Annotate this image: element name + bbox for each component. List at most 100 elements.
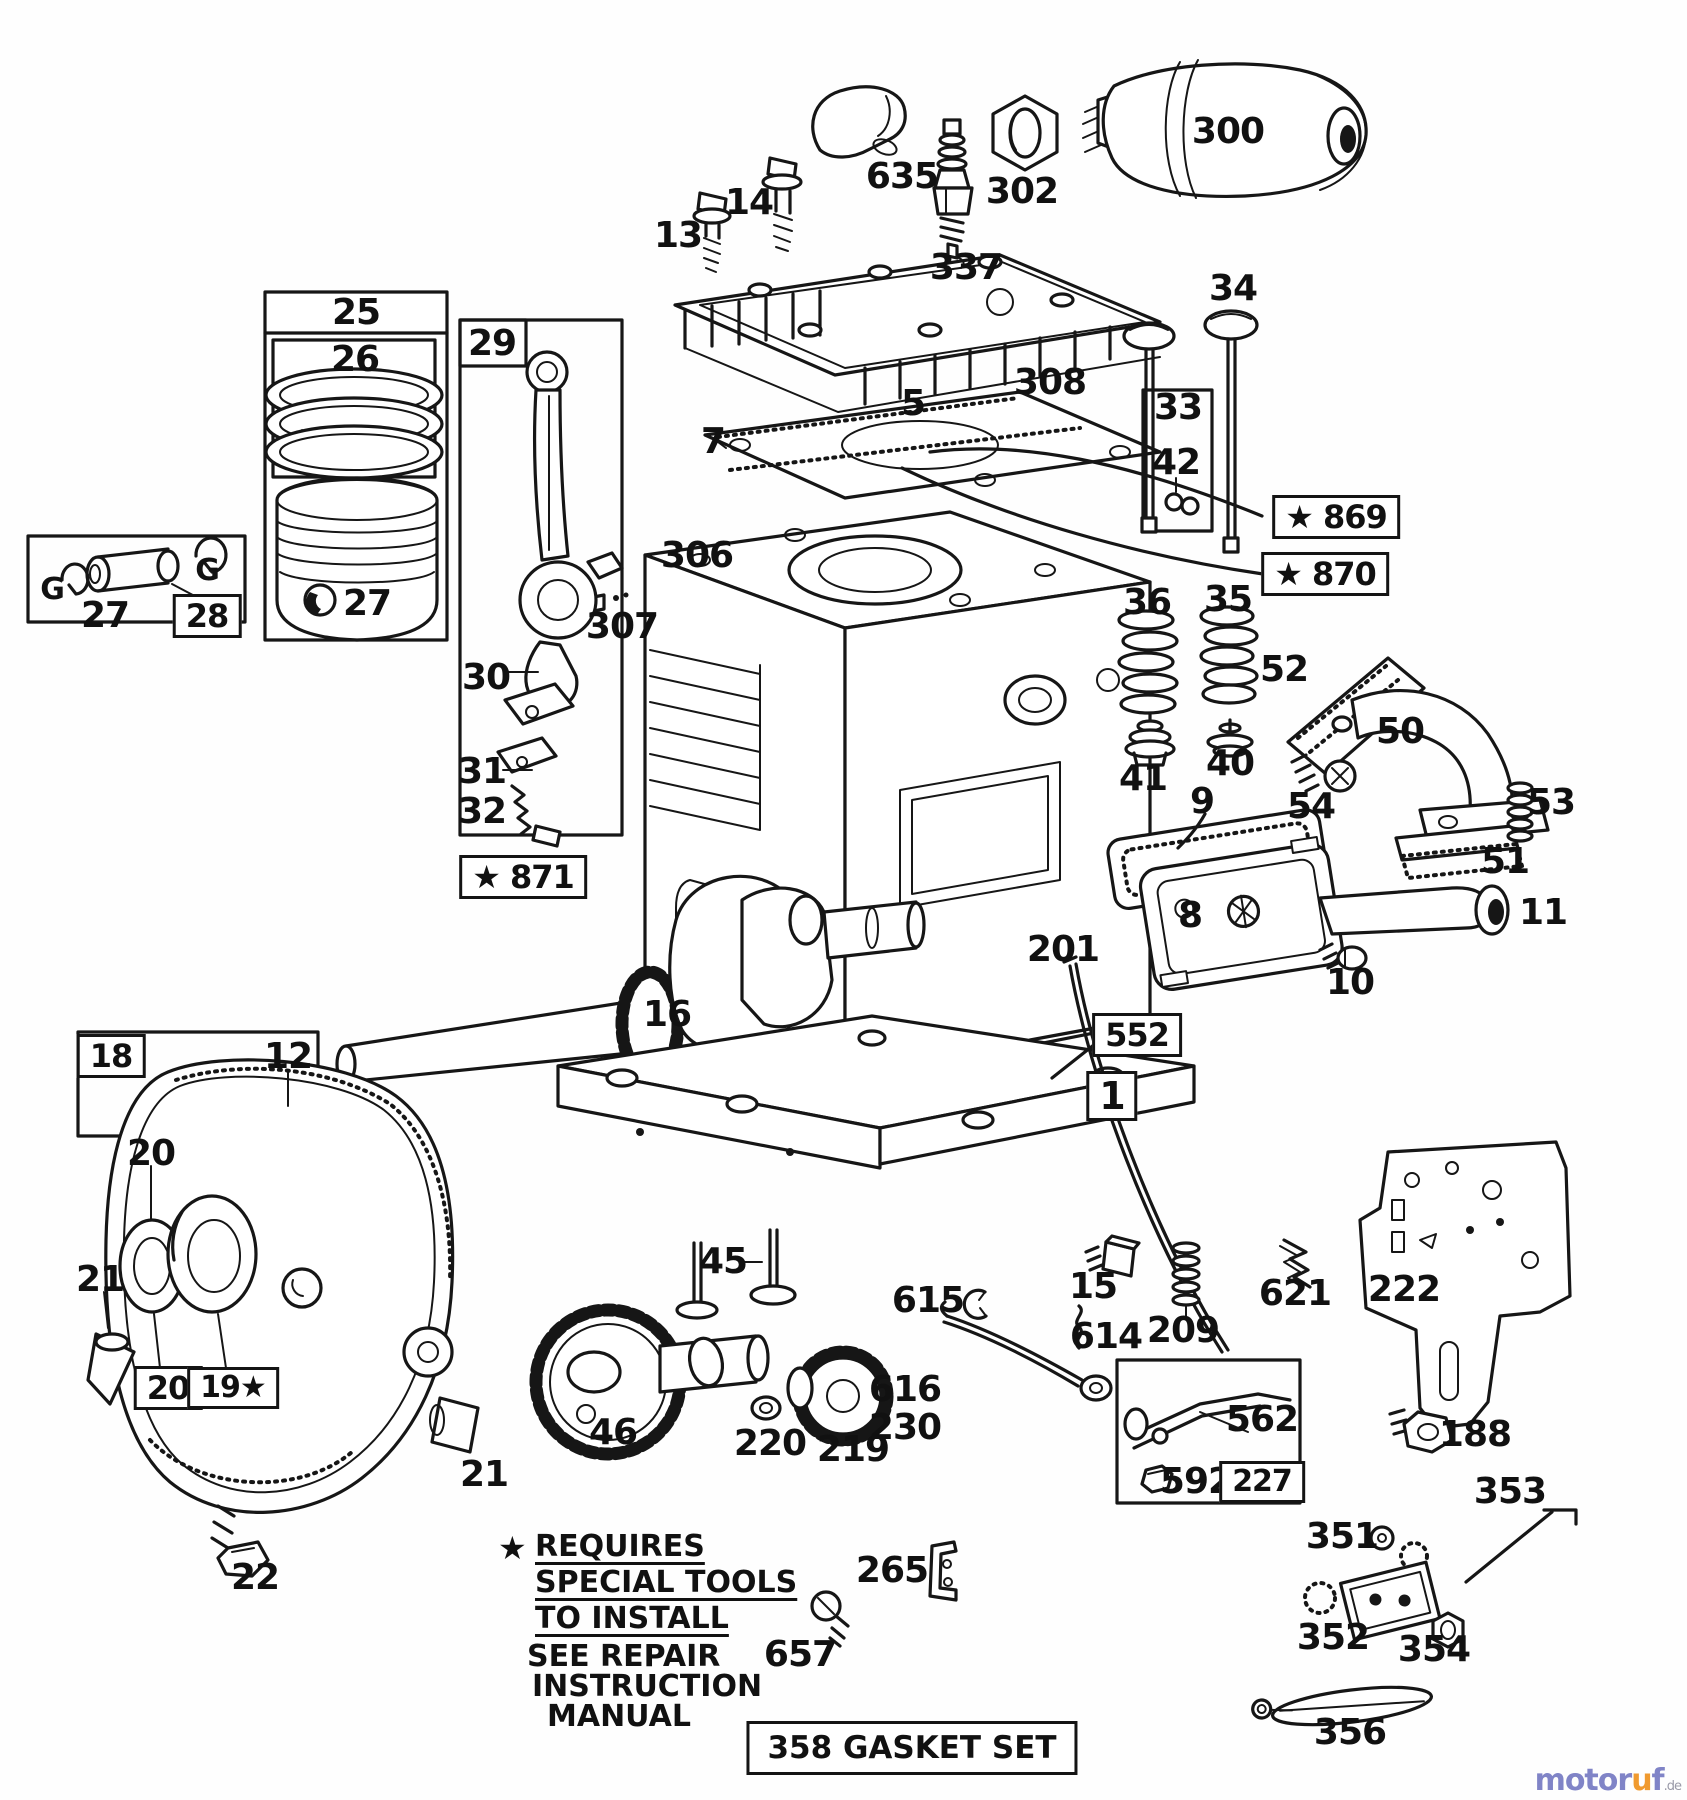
link-washer-230 xyxy=(1079,1374,1113,1402)
oil-seal-21 xyxy=(86,1332,136,1406)
link-pin-614 xyxy=(1075,1304,1083,1350)
part-label-13: 13 xyxy=(653,215,703,256)
intake-valve-33 xyxy=(1122,321,1176,534)
note-line: TO INSTALL xyxy=(535,1601,729,1636)
part-label-615: 615 xyxy=(891,1280,965,1321)
part-label-307: 307 xyxy=(585,606,659,647)
part-label-45: 45 xyxy=(698,1241,748,1282)
cam-washer-220 xyxy=(750,1395,782,1421)
part-label-29: 29 xyxy=(467,323,517,364)
part-label-12: 12 xyxy=(263,1036,313,1077)
vane-leader-353 xyxy=(1464,1508,1578,1584)
part-label-308: 308 xyxy=(1013,362,1087,403)
spring-retainer-40 xyxy=(1206,718,1254,758)
note-line: REQUIRES xyxy=(535,1529,705,1564)
valve-spring-35 xyxy=(1199,605,1259,705)
elbow-gasket-51 xyxy=(1394,824,1524,880)
note-line: MANUAL xyxy=(547,1699,691,1734)
disc-351b xyxy=(1303,1581,1337,1615)
part-label-871: ★ 871 xyxy=(459,855,587,899)
screw-657 xyxy=(810,1590,850,1648)
part-label-G: G xyxy=(195,553,220,588)
note-line: SPECIAL TOOLS xyxy=(535,1565,798,1600)
part-label-20: 20 xyxy=(126,1133,176,1174)
watermark-logo: motoruf.de xyxy=(1534,1763,1682,1798)
part-label-8: 8 xyxy=(1177,895,1203,936)
head-bolt-13 xyxy=(692,191,732,273)
head-gasket xyxy=(703,390,1162,500)
part-label-40: 40 xyxy=(1205,743,1255,784)
part-label-222: 222 xyxy=(1367,1269,1441,1310)
drain-bolt-22 xyxy=(210,1504,270,1578)
part-label-300: 300 xyxy=(1191,111,1265,152)
part-label-25: 25 xyxy=(331,292,381,333)
spring-clip-621 xyxy=(1279,1238,1312,1289)
part-label-51: 51 xyxy=(1480,841,1530,882)
breather-screw-10 xyxy=(1318,942,1368,971)
part-label-35: 35 xyxy=(1203,579,1253,620)
part-label-31: 31 xyxy=(457,751,507,792)
part-label-351: 351 xyxy=(1305,1516,1379,1557)
part-label-657: 657 xyxy=(763,1634,837,1675)
crankshaft xyxy=(335,874,926,1084)
part-label-869: ★ 869 xyxy=(1272,495,1400,539)
part-label-26: 26 xyxy=(330,339,380,380)
spring-retainer-41 xyxy=(1124,719,1176,767)
cover-plug-21 xyxy=(402,1326,480,1454)
governor-link-616 xyxy=(939,1300,1084,1388)
watermark-text: motor xyxy=(1534,1763,1633,1798)
tappets-45 xyxy=(675,1228,797,1320)
part-label-19: 19★ xyxy=(187,1367,279,1409)
part-label-356: 356 xyxy=(1313,1712,1387,1753)
part-label-9: 9 xyxy=(1189,781,1215,822)
muffler-300 xyxy=(1082,59,1368,199)
part-label-635: 635 xyxy=(865,156,939,197)
part-label-42: 42 xyxy=(1151,442,1201,483)
part-label-616: 616 xyxy=(868,1369,942,1410)
head-bolt-14 xyxy=(761,156,803,252)
breather-tube-11 xyxy=(1318,884,1510,936)
plate-352 xyxy=(1338,1560,1442,1642)
gasket-set-callout: 358 GASKET SET xyxy=(746,1721,1078,1775)
part-label-28: 28 xyxy=(172,594,242,638)
bracket-screw-188 xyxy=(1388,1408,1454,1454)
note-line: INSTRUCTION xyxy=(532,1669,763,1704)
part-label-14: 14 xyxy=(724,182,774,223)
reference-lines xyxy=(900,447,1265,1080)
part-label-16: 16 xyxy=(642,994,692,1035)
spark-plug-337 xyxy=(932,118,974,269)
part-label-30: 30 xyxy=(461,657,511,698)
part-label-614: 614 xyxy=(1069,1316,1143,1357)
deflector-screw-54 xyxy=(1290,753,1357,793)
valve-keepers-42 xyxy=(1164,477,1200,516)
part-label-54: 54 xyxy=(1286,786,1336,827)
air-vane-356 xyxy=(1251,1685,1434,1727)
part-label-201: 201 xyxy=(1026,929,1100,970)
spark-plug-boot-635 xyxy=(811,85,907,159)
part-label-306: 306 xyxy=(660,535,734,576)
part-label-265: 265 xyxy=(855,1550,929,1591)
control-bracket-265 xyxy=(928,1540,958,1602)
part-label-53: 53 xyxy=(1526,782,1576,823)
part-label-219: 219 xyxy=(816,1429,890,1470)
part-label-46: 46 xyxy=(588,1412,638,1453)
governor-lever-box-562 xyxy=(1115,1358,1302,1505)
part-label-562: 562 xyxy=(1225,1399,1299,1440)
part-label-27: 27 xyxy=(80,595,130,636)
valve-spring-36 xyxy=(1117,609,1179,715)
piston-27 xyxy=(275,476,439,642)
part-label-220: 220 xyxy=(733,1423,807,1464)
camshaft-219 xyxy=(658,1334,894,1447)
part-label-36: 36 xyxy=(1122,582,1172,623)
part-label-18: 18 xyxy=(76,1034,146,1078)
part-label-33: 33 xyxy=(1153,387,1203,428)
part-label-10: 10 xyxy=(1325,962,1375,1003)
valve-box xyxy=(1141,388,1214,533)
breather-body-8 xyxy=(1138,836,1344,991)
part-label-22: 22 xyxy=(230,1557,280,1598)
muffler-lock-nut-302 xyxy=(991,94,1059,172)
control-bracket-222 xyxy=(1358,1140,1572,1430)
part-label-34: 34 xyxy=(1208,268,1258,309)
part-label-621: 621 xyxy=(1258,1273,1332,1314)
part-label-5: 5 xyxy=(900,383,926,424)
